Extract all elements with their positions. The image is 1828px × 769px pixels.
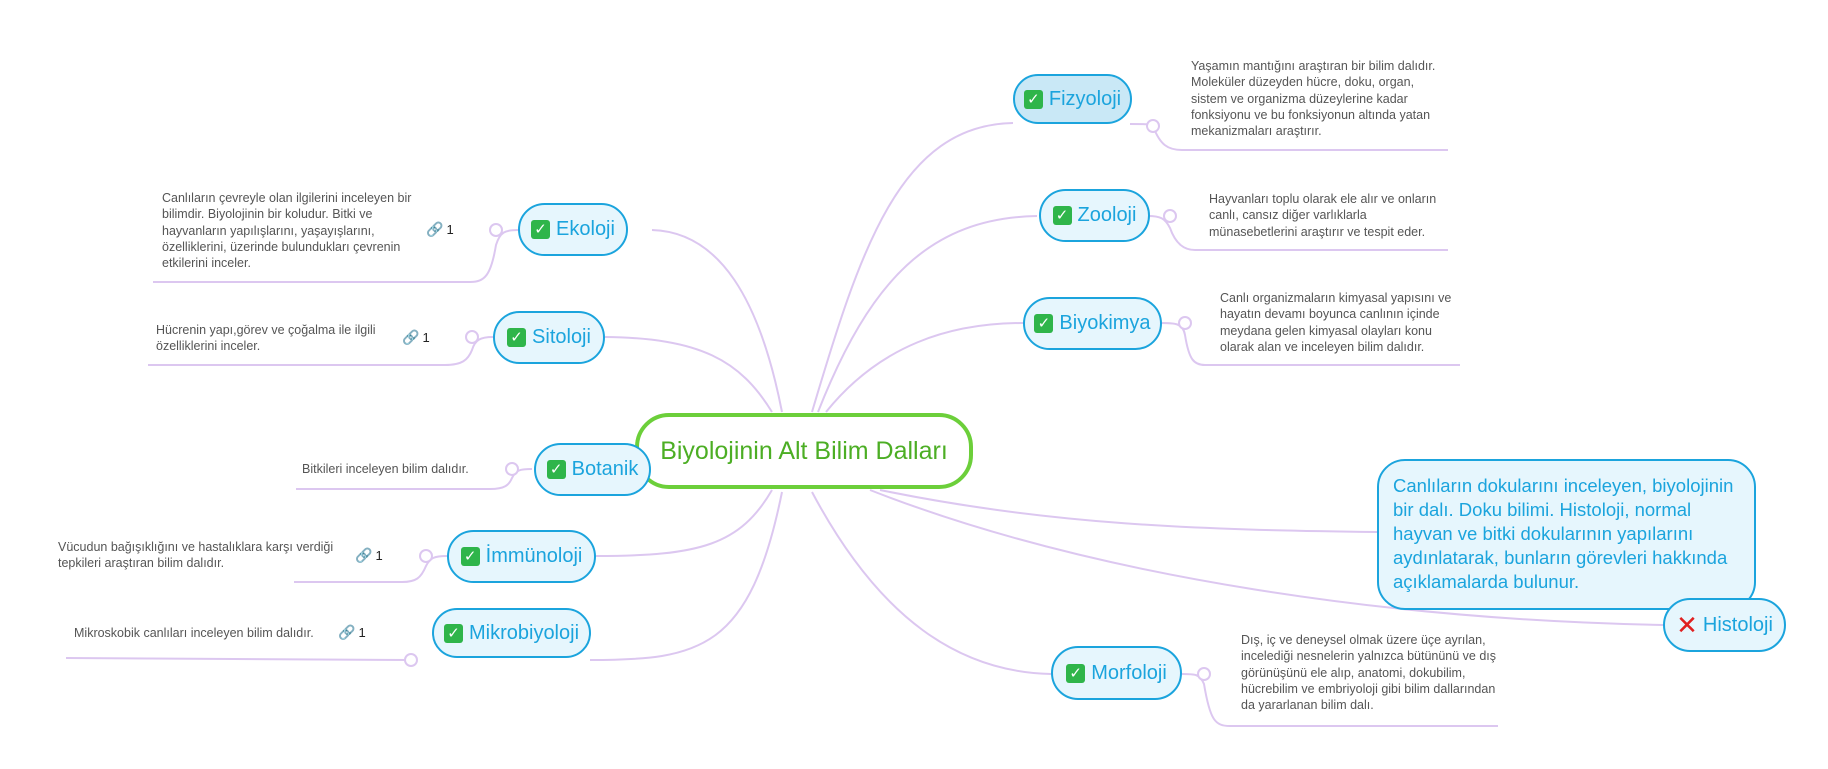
attachment-indicator[interactable]: 🔗 1: [355, 547, 383, 564]
histoloji-description-box[interactable]: Canlıların dokularını inceleyen, biyoloj…: [1377, 459, 1756, 610]
checkmark-icon: ✓: [531, 220, 551, 239]
topic-histoloji[interactable]: ✕ Histoloji: [1663, 598, 1786, 652]
topic-immunoloji[interactable]: ✓ İmmünoloji: [447, 530, 596, 583]
checkmark-icon: ✓: [1034, 314, 1054, 333]
link-icon: 🔗: [355, 547, 373, 563]
topic-label: Botanik: [571, 458, 639, 480]
note-mikrobiyoloji: Mikroskobik canlıları inceleyen bilim da…: [74, 626, 314, 640]
topic-mikrobiyoloji[interactable]: ✓ Mikrobiyoloji: [432, 608, 591, 658]
attachment-indicator[interactable]: 🔗 1: [402, 329, 430, 346]
link-icon: 🔗: [402, 329, 420, 345]
attachment-count: 1: [375, 548, 383, 563]
attachment-count: 1: [358, 625, 366, 640]
note-fizyoloji: Yaşamın mantığını araştıran bir bilim da…: [1191, 59, 1436, 139]
link-icon: 🔗: [338, 624, 356, 640]
topic-label: Sitoloji: [532, 326, 591, 348]
topic-zooloji[interactable]: ✓ Zooloji: [1039, 189, 1150, 242]
cross-icon: ✕: [1676, 610, 1698, 640]
checkmark-icon: ✓: [1023, 89, 1043, 109]
topic-label: Morfoloji: [1091, 661, 1167, 684]
topic-label: Mikrobiyoloji: [468, 621, 580, 644]
central-topic[interactable]: Biyolojinin Alt Bilim Dalları: [635, 413, 973, 489]
topic-morfoloji[interactable]: ✓ Morfoloji: [1051, 646, 1182, 700]
topic-sitoloji[interactable]: ✓ Sitoloji: [493, 311, 605, 364]
link-icon: 🔗: [426, 221, 444, 237]
attachment-indicator[interactable]: 🔗 1: [338, 624, 366, 641]
checkmark-icon: ✓: [507, 328, 527, 347]
topic-label: Fizyoloji: [1048, 87, 1122, 110]
attachment-indicator[interactable]: 🔗 1: [426, 221, 454, 238]
attachment-count: 1: [422, 330, 430, 345]
histoloji-description: Canlıların dokularını inceleyen, biyoloj…: [1393, 475, 1734, 592]
topic-label: İmmünoloji: [485, 545, 583, 567]
topic-ekoloji[interactable]: ✓ Ekoloji: [518, 203, 628, 256]
checkmark-icon: ✓: [546, 460, 566, 479]
topic-label: Ekoloji: [556, 218, 615, 240]
topic-biyokimya[interactable]: ✓ Biyokimya: [1023, 297, 1162, 350]
topic-label: Biyokimya: [1059, 312, 1151, 334]
note-ekoloji: Canlıların çevreyle olan ilgilerini ince…: [162, 191, 412, 271]
note-immunoloji: Vücudun bağışıklığını ve hastalıklara ka…: [58, 540, 334, 571]
note-zooloji: Hayvanları toplu olarak ele alır ve onla…: [1209, 192, 1437, 239]
topic-label: Zooloji: [1077, 204, 1137, 226]
note-sitoloji: Hücrenin yapı,görev ve çoğalma ile ilgil…: [156, 323, 376, 354]
note-botanik: Bitkileri inceleyen bilim dalıdır.: [302, 462, 469, 476]
checkmark-icon: ✓: [1066, 663, 1086, 683]
topic-fizyoloji[interactable]: ✓ Fizyoloji: [1013, 74, 1132, 124]
central-topic-label: Biyolojinin Alt Bilim Dalları: [660, 436, 948, 465]
checkmark-icon: ✓: [1052, 206, 1072, 225]
checkmark-icon: ✓: [443, 623, 463, 643]
note-morfoloji: Dış, iç ve deneysel olmak üzere üçe ayrı…: [1241, 633, 1497, 713]
topic-botanik[interactable]: ✓ Botanik: [534, 443, 651, 496]
topic-label: Histoloji: [1702, 613, 1773, 636]
checkmark-icon: ✓: [460, 547, 480, 566]
note-biyokimya: Canlı organizmaların kimyasal yapısını v…: [1220, 291, 1452, 354]
attachment-count: 1: [446, 222, 454, 237]
